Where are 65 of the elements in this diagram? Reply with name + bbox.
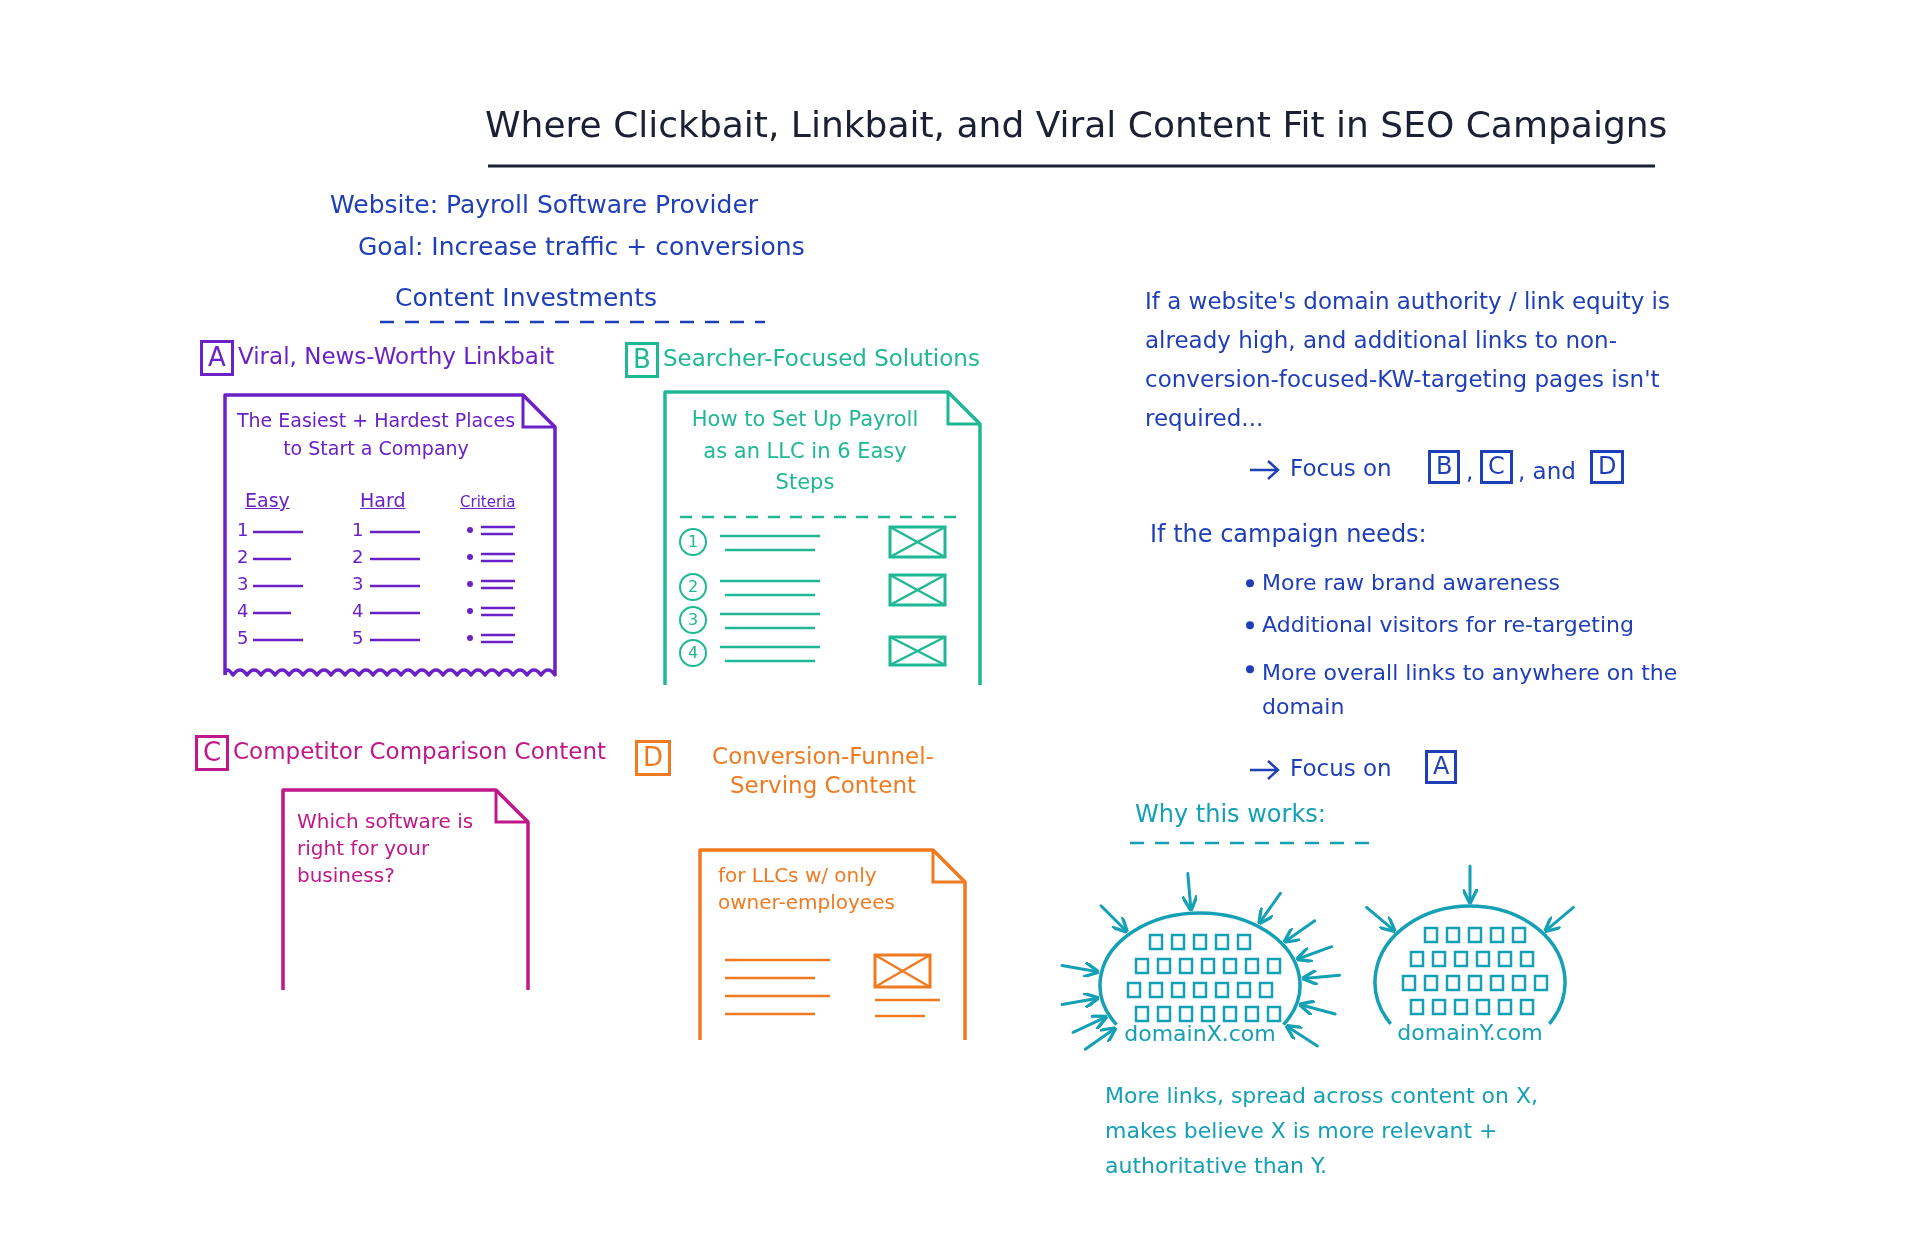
section-letter: C	[1480, 450, 1513, 484]
row-number: 3	[352, 573, 364, 594]
action-text: Focus on	[1290, 755, 1392, 781]
arrow	[1099, 904, 1130, 934]
column-heading: Hard	[360, 489, 406, 511]
section-title: Why this works:	[1135, 800, 1326, 828]
arrow	[1297, 999, 1337, 1018]
section-heading: Conversion-Funnel-Serving Content	[711, 742, 935, 800]
arrow	[1460, 864, 1480, 906]
action-text: Focus on	[1290, 455, 1392, 481]
title: Where Clickbait, Linkbait, and Viral Content Fit in SEO Campaigns	[485, 104, 1668, 145]
domain-name: domainY.com	[1396, 1019, 1544, 1045]
row-number: 3	[237, 573, 249, 594]
row-number: 4	[237, 600, 249, 621]
punctuation: ,	[1466, 458, 1474, 484]
document-text: for LLCs w/ only owner-employees	[718, 862, 896, 916]
column-heading: Easy	[245, 489, 290, 511]
section-letter: C	[195, 735, 230, 771]
row-number: 4	[352, 600, 364, 621]
condition-text: If the campaign needs:	[1150, 520, 1427, 548]
arrow	[1365, 905, 1397, 934]
bullet-item: Additional visitors for re-targeting	[1262, 612, 1634, 637]
condition-text: If a website's domain authority / link equity is already high, and additional links to non-conversion-focused-KW-targeting pages isn't required...	[1145, 287, 1671, 434]
document-text: Which software is right for your business?	[297, 808, 475, 889]
step-number: 3	[679, 606, 707, 634]
document-title: How to Set Up Payroll as an LLC in 6 Easy Steps	[690, 406, 920, 496]
section-letter: A	[1425, 750, 1458, 784]
section-heading: Searcher-Focused Solutions	[663, 344, 980, 373]
domain-name: domainX.com	[1123, 1020, 1277, 1046]
row-number: 5	[352, 627, 364, 648]
row-number: 1	[352, 519, 364, 540]
row-number: 2	[237, 546, 249, 567]
explanation-text: More links, spread across content on X, makes believe X is more relevant + authoritative than Y.	[1105, 1082, 1540, 1181]
section-heading: Competitor Comparison Content	[233, 737, 607, 766]
section-letter: B	[625, 342, 659, 378]
arrow	[1300, 968, 1341, 987]
arrow	[1060, 991, 1101, 1010]
step-number: 4	[679, 639, 707, 667]
info-text: Goal: Increase traffic + conversions	[358, 232, 805, 261]
step-number: 2	[679, 573, 707, 601]
arrow	[1257, 891, 1282, 926]
row-number: 1	[237, 519, 249, 540]
section-letter: B	[1428, 450, 1461, 484]
section-heading: Viral, News-Worthy Linkbait	[238, 342, 555, 371]
document-title: The Easiest + Hardest Places to Start a Company	[235, 408, 517, 461]
arrow	[1294, 945, 1334, 964]
section-letter: D	[635, 740, 672, 776]
section-letter: A	[200, 340, 234, 376]
arrow	[1543, 905, 1575, 934]
column-heading: Criteria	[460, 493, 516, 511]
arrow	[1284, 1023, 1319, 1048]
step-number: 1	[679, 528, 707, 556]
action-text: , and	[1518, 458, 1576, 484]
row-number: 2	[352, 546, 364, 567]
bullet-item: More overall links to anywhere on the domain	[1262, 659, 1679, 722]
section-title: Content Investments	[395, 283, 657, 312]
arrow	[1083, 1026, 1118, 1051]
arrow	[1282, 919, 1317, 944]
arrow	[1180, 871, 1199, 913]
bullet-item: More raw brand awareness	[1262, 570, 1560, 595]
row-number: 5	[237, 627, 249, 648]
arrow	[1071, 1014, 1109, 1034]
info-text: Website: Payroll Software Provider	[330, 190, 759, 219]
section-letter: D	[1590, 450, 1625, 484]
arrow	[1060, 960, 1101, 979]
